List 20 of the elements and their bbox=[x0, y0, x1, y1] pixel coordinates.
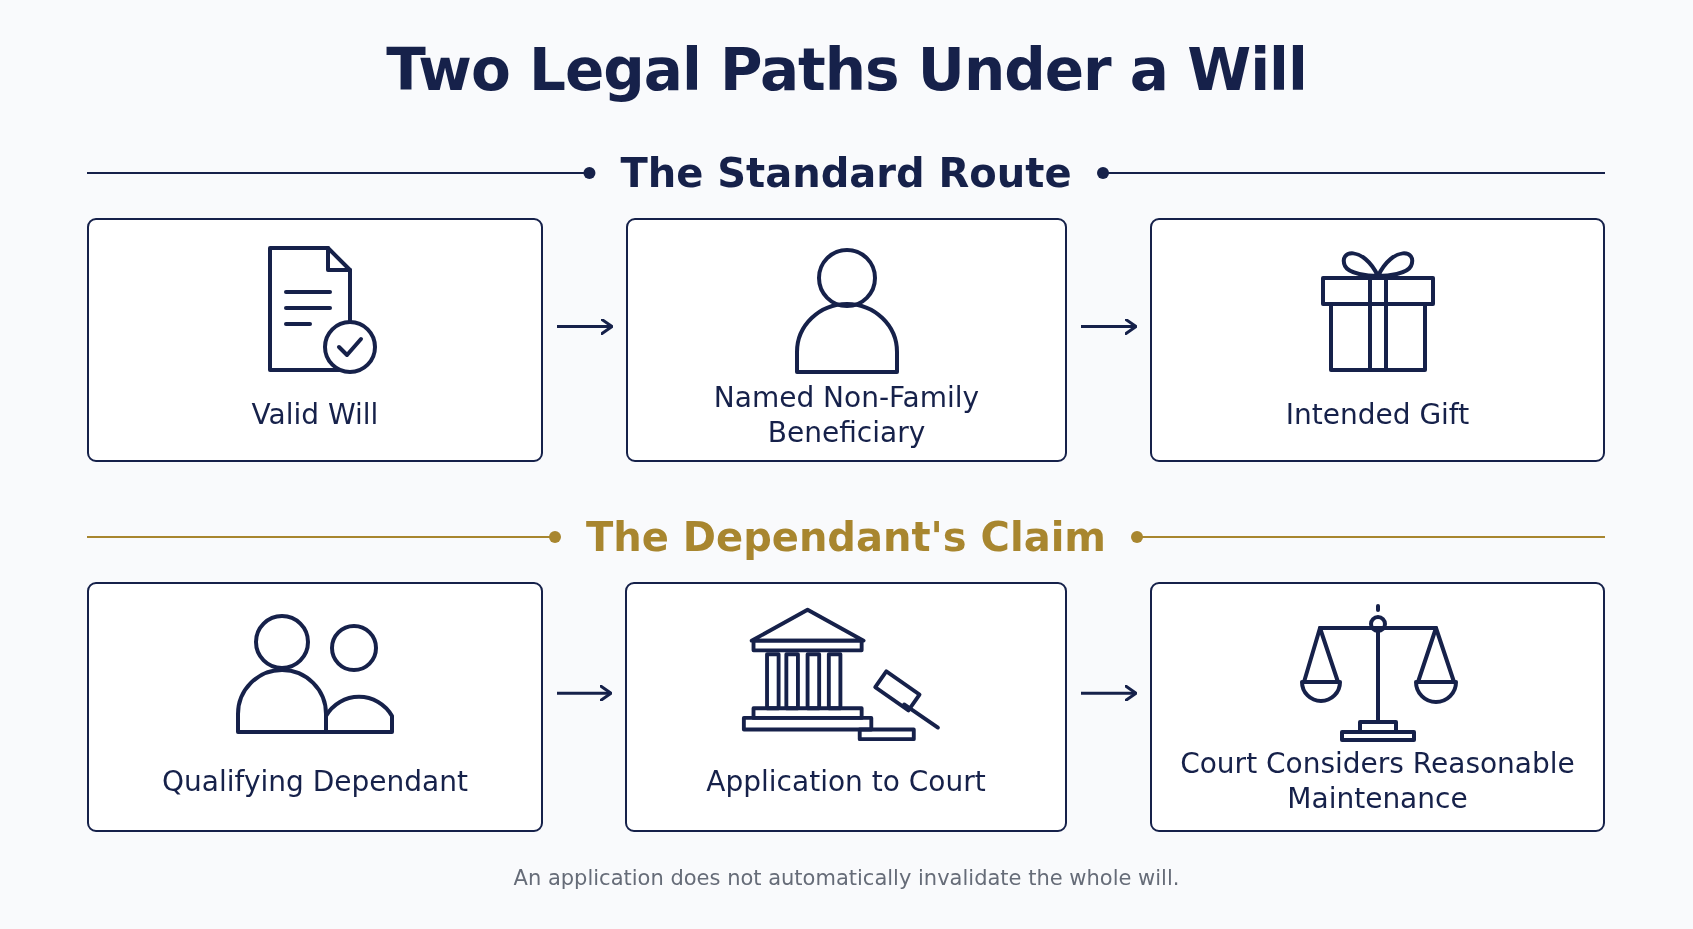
step-label: Court Considers Reasonable Maintenance bbox=[1179, 746, 1576, 816]
title: Two Legal Paths Under a Will bbox=[385, 36, 1308, 104]
arrow bbox=[1081, 684, 1138, 702]
step-card bbox=[625, 582, 1067, 832]
section-heading: The Standard Route bbox=[619, 150, 1073, 196]
step-card bbox=[1150, 582, 1605, 832]
step-card bbox=[87, 582, 543, 832]
step-label: Valid Will bbox=[251, 396, 379, 432]
caption: An application does not automatically invalidate the whole will. bbox=[512, 866, 1181, 890]
step-card bbox=[87, 218, 543, 462]
step-card bbox=[1150, 218, 1605, 462]
section-heading: The Dependant's Claim bbox=[585, 514, 1108, 560]
step-label: Named Non-Family Beneficiary bbox=[712, 380, 981, 450]
arrow bbox=[557, 318, 614, 336]
arrow bbox=[557, 684, 613, 702]
step-card bbox=[626, 218, 1067, 462]
step-label: Intended Gift bbox=[1285, 396, 1470, 432]
arrow bbox=[1081, 318, 1138, 336]
step-label: Qualifying Dependant bbox=[162, 763, 468, 799]
step-label: Application to Court bbox=[706, 763, 986, 799]
